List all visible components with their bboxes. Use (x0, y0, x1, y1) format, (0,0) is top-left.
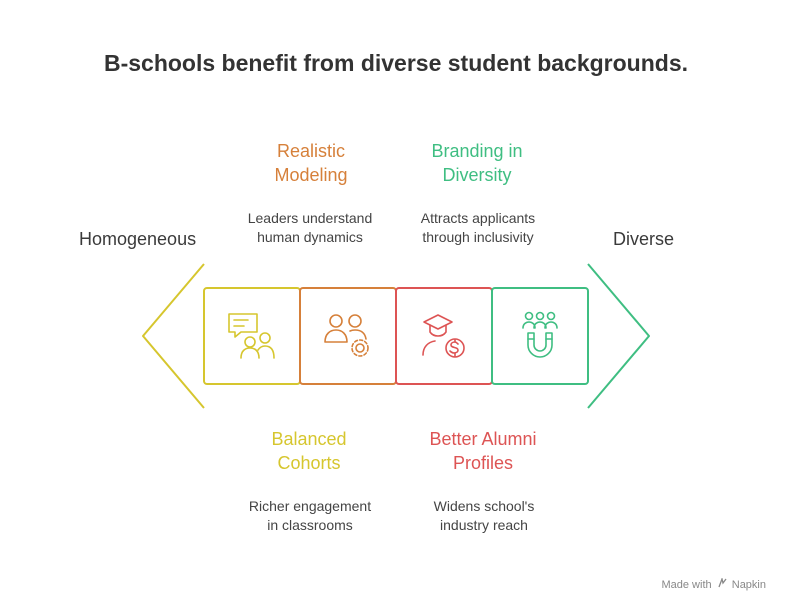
left-arrowhead (142, 263, 205, 409)
napkin-footer: Made with Napkin (661, 576, 766, 591)
box-balanced-cohorts (203, 287, 301, 385)
page-title: B-schools benefit from diverse student b… (103, 50, 689, 76)
napkin-brand-text: Napkin (731, 579, 766, 591)
box-better-alumni (395, 287, 493, 385)
napkin-logo-icon (718, 576, 727, 591)
graduate-dollar-icon (422, 314, 465, 358)
box-branding-diversity (491, 287, 589, 385)
magnet-people-icon (522, 311, 558, 358)
people-gear-icon (324, 314, 369, 357)
right-arrowhead (587, 263, 650, 409)
made-with-text: Made with (661, 579, 712, 591)
chat-people-icon (228, 313, 275, 359)
right-end-label: Diverse (613, 229, 675, 249)
box-realistic-modeling (299, 287, 397, 385)
left-end-label: Homogeneous (79, 229, 197, 249)
